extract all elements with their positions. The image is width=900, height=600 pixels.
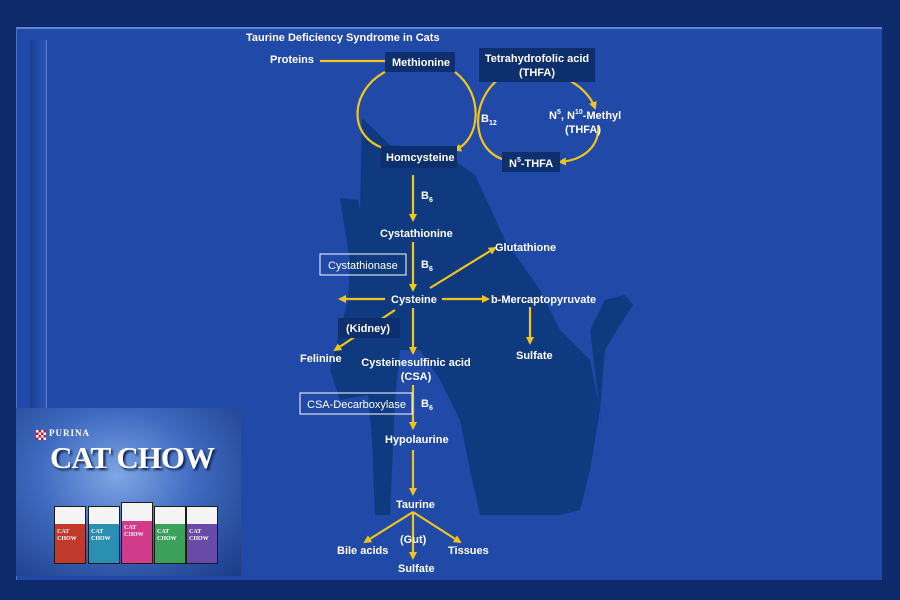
b6-label-2: B6 [421,259,433,273]
thfa-box [479,48,595,82]
methionine-cycle-right-arc [453,71,477,152]
gut-label: (Gut) [400,534,427,546]
glutathione-label: Glutathione [495,242,556,254]
product-bag: CAT CHOW [88,506,120,564]
b-mercaptopyruvate-label: b-Mercaptopyruvate [491,294,596,306]
hypotaurine-label: Hypolaurine [385,434,449,446]
to-bile-acids-arrow [363,511,414,544]
tissues-label: Tissues [448,545,489,557]
csa-decarboxylase-label: CSA-Decarboxylase [307,399,406,411]
cysteine-label: Cysteine [391,294,437,306]
sulfate-label-right: Sulfate [516,350,553,362]
cat-chow-advertisement: PURINA CAT CHOW CAT CHOW CAT CHOW CAT CH… [16,408,241,576]
folate-cycle-left-arc [477,77,506,162]
methionine-label: Methionine [392,57,450,69]
methyl-thfa-label-line1: N5, N10-Methyl [549,109,621,122]
cystathionase-box [319,253,407,276]
thfa-label-line1: Tetrahydrofolic acid [485,53,589,65]
taurine-label: Taurine [396,499,435,511]
cystathionine-label: Cystathionine [380,228,453,240]
decorative-side-bar [30,40,47,415]
sulfate-label-bottom: Sulfate [398,563,435,575]
methyl-thfa-label-line2: (THFA) [565,124,601,136]
homocysteine-label: Homcysteine [386,152,454,164]
product-bag: CAT CHOW [54,506,86,564]
thfa-label-line2: (THFA) [519,67,555,79]
to-glutathione-arrow [429,246,497,289]
purina-brand-label: PURINA [49,428,90,438]
to-tissues-arrow [412,511,462,544]
felinine-label: Felinine [300,353,342,365]
kidney-box [338,318,400,338]
methionine-cycle-left-arc [356,71,391,152]
kidney-label: (Kidney) [346,323,390,335]
n5-thfa-box [502,152,560,172]
product-bag: CAT CHOW [154,506,186,564]
homocysteine-box [381,146,457,168]
n5-thfa-label: N5-THFA [509,157,553,170]
folate-cycle-bottom-arc [558,124,600,166]
slide-title: Taurine Deficiency Syndrome in Cats [246,32,440,44]
cat-chow-logo: CAT CHOW [50,440,215,475]
bile-acids-label: Bile acids [337,545,388,557]
methionine-box [385,52,455,72]
b6-label-3: B6 [421,398,433,412]
cystathionase-label: Cystathionase [328,260,398,272]
cat-silhouette-icon [330,118,633,515]
folate-cycle-top-arc [564,77,597,110]
product-bag: CAT CHOW [121,502,153,564]
purina-checkerboard-icon [36,430,46,440]
b6-label-1: B6 [421,190,433,204]
product-bag: CAT CHOW [186,506,218,564]
proteins-label: Proteins [270,54,314,66]
b12-label: B12 [481,113,497,127]
csa-label-line2: (CSA) [401,371,432,383]
csa-decarboxylase-box [299,392,413,415]
csa-label-line1: Cysteinesulfinic acid [361,357,470,369]
